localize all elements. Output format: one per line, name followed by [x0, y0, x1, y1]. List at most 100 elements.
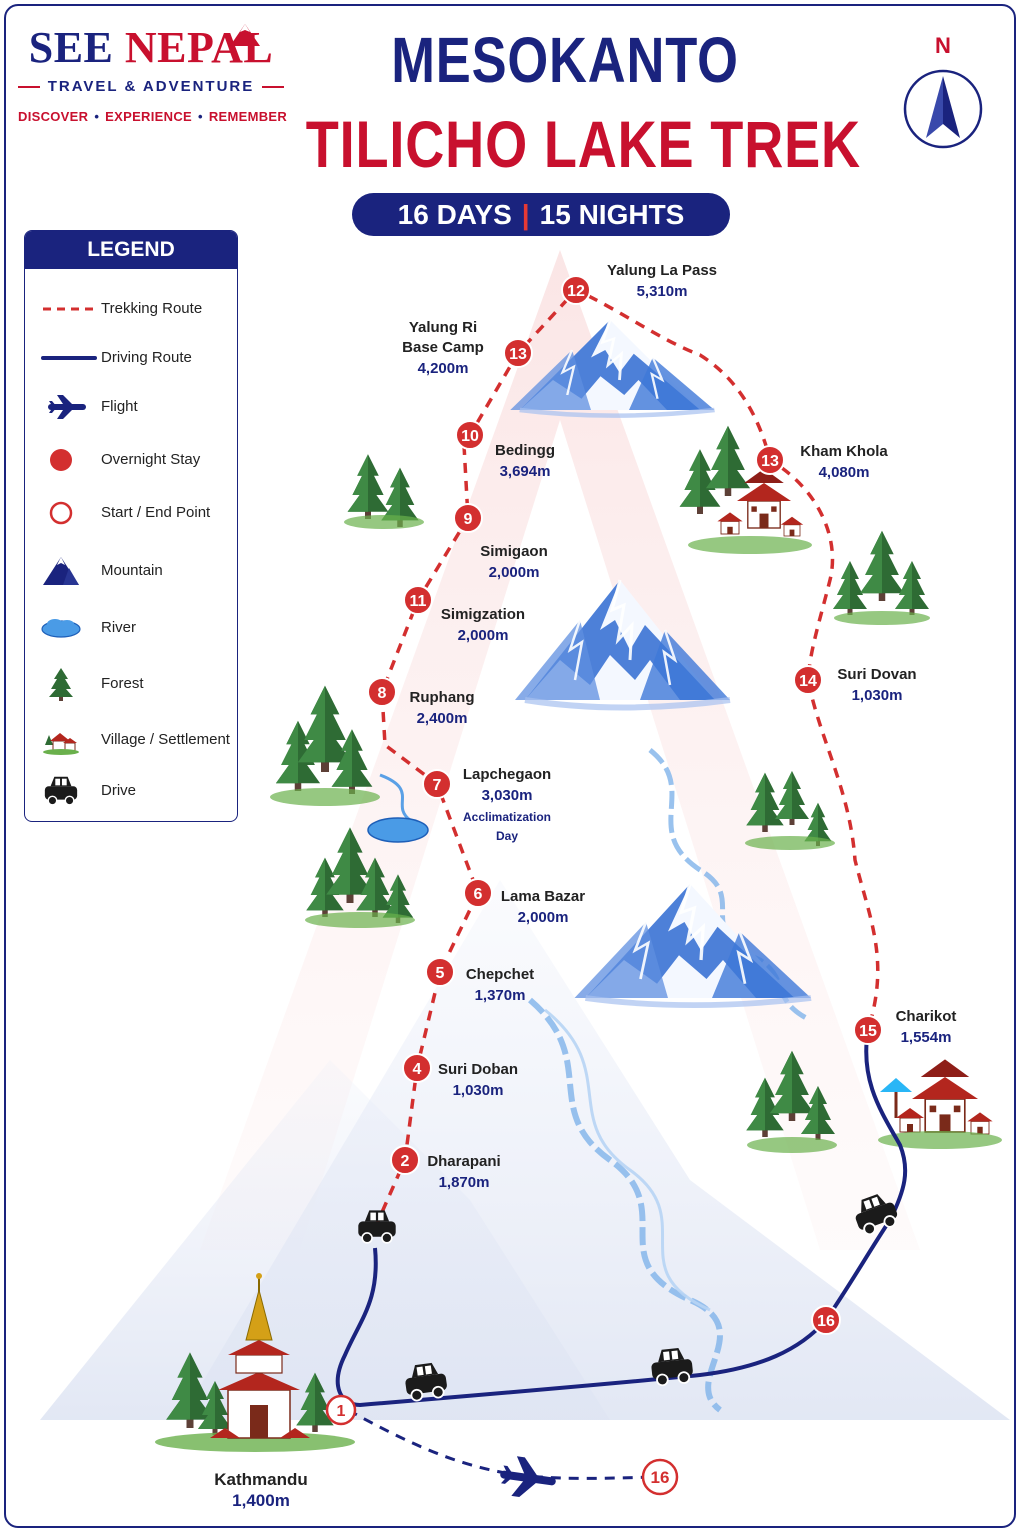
- stop-marker-9: 9: [453, 503, 483, 533]
- forest-icon: [270, 685, 380, 806]
- stop-marker-16: 16: [641, 1458, 679, 1496]
- legend-item-flight: Flight: [25, 390, 237, 424]
- stop-number: 6: [474, 886, 483, 903]
- stop-number: 1: [337, 1403, 346, 1420]
- stop-marker-15: 15: [853, 1015, 883, 1045]
- stop-marker-13: 13: [755, 445, 785, 475]
- brand-logo: SEE NEPAL TRAVEL & ADVENTURE DISCOVER•EX…: [18, 23, 288, 124]
- solid-line-icon: [41, 356, 97, 360]
- page-title: MESOKANTO: [391, 24, 739, 96]
- mountain-logo-icon: [230, 24, 260, 46]
- red-ring-icon: [49, 501, 73, 525]
- stop-number: 13: [509, 346, 527, 363]
- stop-number: 16: [817, 1313, 835, 1330]
- airplane-icon: [48, 395, 86, 419]
- driving-route: [335, 1029, 908, 1408]
- stop-marker-7: 7: [422, 769, 452, 799]
- legend-item-village: Village / Settlement: [25, 723, 237, 757]
- brand-subtitle: TRAVEL & ADVENTURE: [18, 78, 284, 95]
- airplane-icon: [500, 1456, 556, 1497]
- river-stream: [379, 773, 411, 822]
- page-subtitle: TILICHO LAKE TREK: [305, 107, 861, 181]
- legend-item-mountain: Mountain: [25, 554, 237, 588]
- village-icon: [878, 1058, 1002, 1149]
- stop-label-suri-doban: Suri Doban 1,030m: [437, 1061, 518, 1099]
- stop-number: 12: [567, 283, 585, 300]
- stop-marker-12: 12: [561, 275, 591, 305]
- river: [544, 1008, 711, 1312]
- stop-label-lama-bazar: Lama Bazar 2,000m: [500, 888, 586, 926]
- legend-item-start-end: Start / End Point: [25, 496, 237, 530]
- stop-number: 16: [651, 1468, 670, 1487]
- stop-number: 15: [859, 1023, 877, 1040]
- red-dot-icon: [50, 449, 72, 471]
- tree-icon: [49, 668, 73, 701]
- lake-icon: [367, 817, 429, 843]
- stop-label-ruphang: Ruphang 2,400m: [409, 689, 475, 727]
- legend-item-trekking-route: Trekking Route: [25, 292, 237, 326]
- mountain-icon: [43, 557, 79, 585]
- river: [648, 748, 812, 1023]
- stop-number: 10: [461, 428, 479, 445]
- forest-icon: [344, 454, 424, 529]
- legend-item-drive: Drive: [25, 774, 237, 808]
- stop-number: 4: [413, 1061, 422, 1078]
- stop-marker-16: 16: [811, 1305, 841, 1335]
- compass-arrow-icon: [903, 69, 983, 149]
- stop-label-simigzation: Simigzation 2,000m: [440, 606, 526, 644]
- stop-label-suri-dovan: Suri Dovan 1,030m: [837, 666, 917, 704]
- legend-item-river: River: [25, 611, 237, 645]
- forest-icon: [745, 771, 835, 850]
- village-icon: [43, 733, 79, 755]
- forest-icon: [305, 827, 415, 928]
- forest-icon: [833, 530, 930, 625]
- stop-marker-2: 2: [390, 1145, 420, 1175]
- flight-route: [347, 1408, 661, 1480]
- stop-label-kathmandu: Kathmandu 1,400m: [214, 1470, 308, 1510]
- stop-number: 14: [799, 673, 817, 690]
- page-frame: [4, 4, 1016, 1528]
- brand-tagline: DISCOVER•EXPERIENCE•REMEMBER: [18, 109, 288, 124]
- background-mountain-center: [180, 880, 1010, 1420]
- stop-number: 8: [378, 685, 387, 702]
- dashed-line-icon: [43, 307, 95, 311]
- stop-label-dharapani: Dharapani 1,870m: [427, 1153, 501, 1191]
- stop-number: 7: [433, 777, 442, 794]
- stop-label-chepchet: Chepchet 1,370m: [465, 966, 535, 1004]
- stop-marker-6: 6: [463, 878, 493, 908]
- river: [528, 997, 723, 1413]
- stop-label-yalung-la-pass: Yalung La Pass 5,310m: [606, 262, 718, 300]
- legend-title: LEGEND: [25, 231, 237, 269]
- stop-marker-5: 5: [425, 957, 455, 987]
- legend-panel: LEGEND Trekking Route Driving Route Flig…: [24, 230, 238, 822]
- car-icon: [44, 776, 78, 806]
- stop-marker-4: 4: [402, 1053, 432, 1083]
- brand-name-part1: SEE: [28, 23, 114, 72]
- forest-icon: [746, 1050, 837, 1153]
- stop-label-bedingg: Bedingg 3,694m: [495, 442, 555, 480]
- stop-marker-11: 11: [403, 585, 433, 615]
- stop-label-yalung-ri-base-camp: Yalung Ri Base Camp 4,200m: [402, 319, 484, 377]
- stop-marker-8: 8: [367, 677, 397, 707]
- compass-north-label: N: [935, 33, 951, 58]
- stop-marker-10: 10: [455, 420, 485, 450]
- kathmandu-temple-icon: [155, 1273, 355, 1452]
- stop-marker-1: 1: [325, 1394, 357, 1426]
- stop-marker-14: 14: [793, 665, 823, 695]
- stop-label-charikot: Charikot 1,554m: [895, 1008, 957, 1046]
- stop-number: 11: [410, 593, 427, 610]
- stop-label-lapchegaon: Lapchegaon 3,030m Acclimatization Day: [462, 766, 552, 843]
- duration-badge: 16 DAYS|15 NIGHTS: [352, 193, 730, 236]
- stop-label-simigaon: Simigaon 2,000m: [480, 543, 548, 581]
- village-icon: [679, 425, 812, 554]
- stop-number: 13: [761, 453, 779, 470]
- stop-number: 9: [464, 511, 473, 528]
- legend-item-forest: Forest: [25, 667, 237, 701]
- stop-number: 2: [401, 1153, 410, 1170]
- stop-label-kham-khola: Kham Khola 4,080m: [800, 443, 888, 481]
- stop-marker-13: 13: [503, 338, 533, 368]
- legend-item-overnight-stay: Overnight Stay: [25, 443, 237, 477]
- trekking-route: [373, 287, 880, 1229]
